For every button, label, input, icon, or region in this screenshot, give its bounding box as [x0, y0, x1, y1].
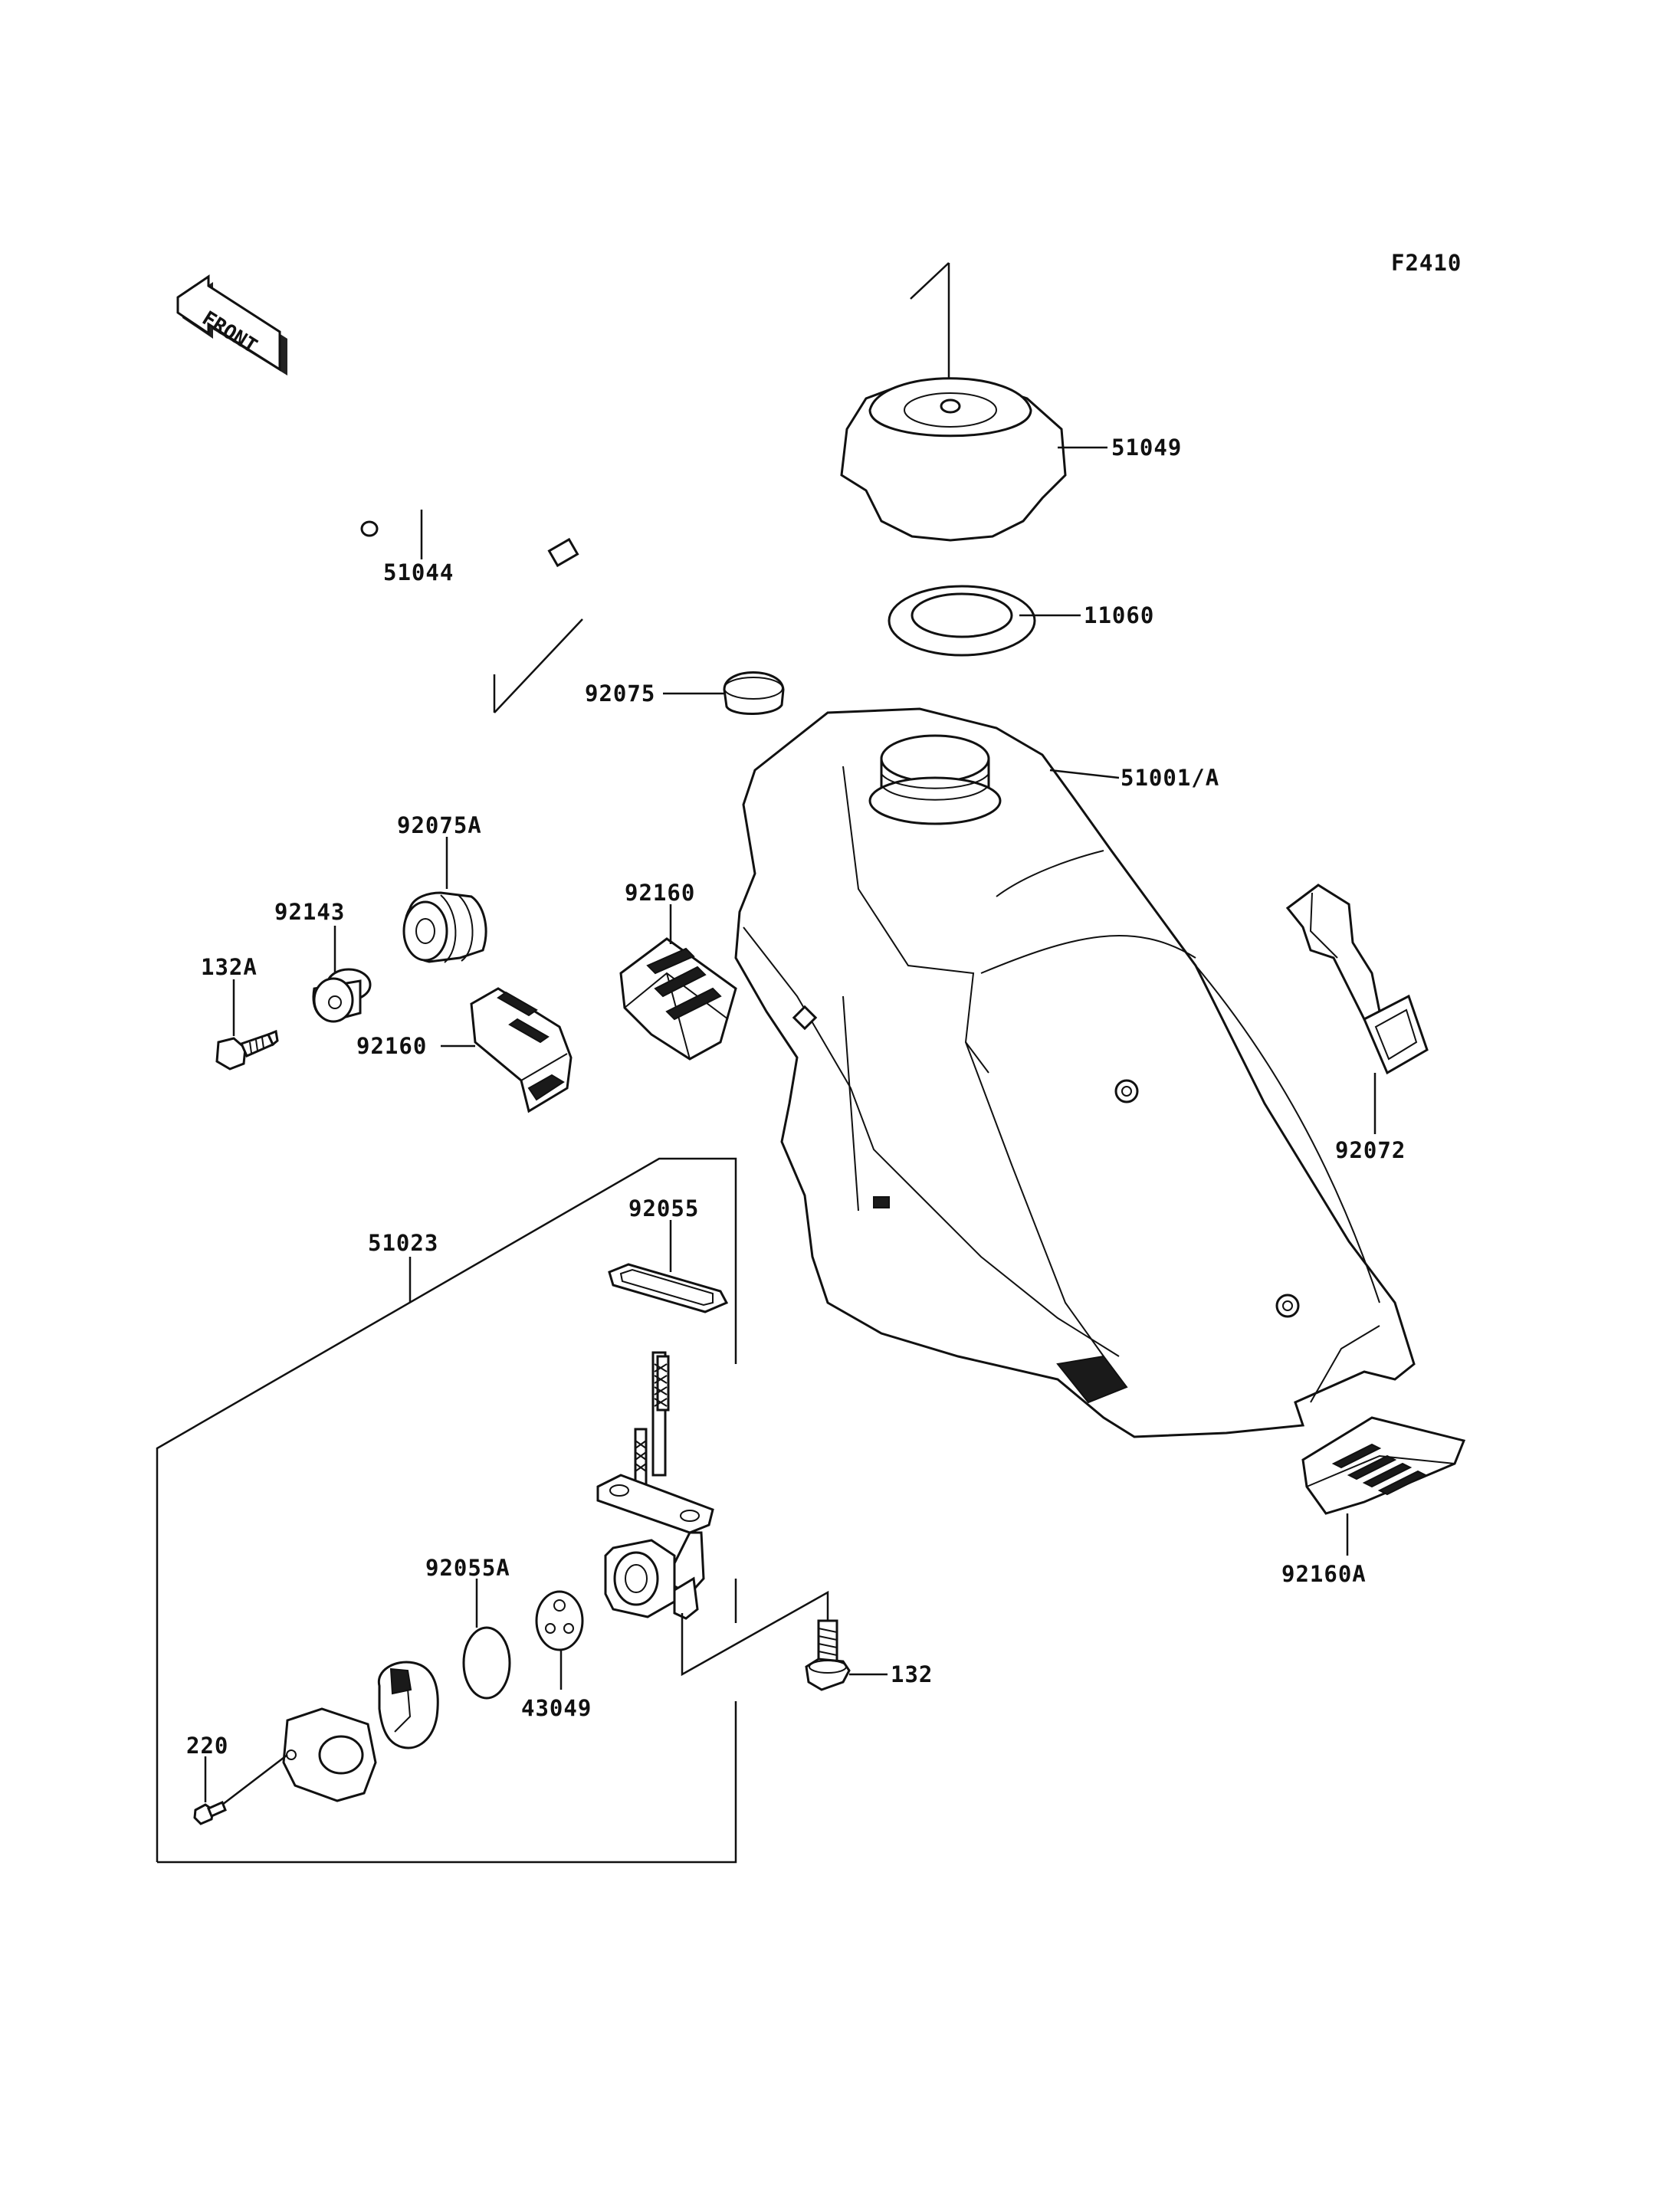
label-51023: 51023	[368, 1230, 438, 1256]
gasket-92055: 92055	[608, 1195, 729, 1313]
label-92055: 92055	[628, 1195, 699, 1221]
figure-code: F2410	[1391, 250, 1462, 276]
fuel-tank: 51001/A	[734, 707, 1416, 1438]
collar-92143: 92143	[274, 899, 372, 1023]
rubber-pad-92160-center: 92160	[619, 880, 737, 1061]
o-ring-92055a: 92055A	[425, 1555, 511, 1700]
fuel-cock-plate	[282, 1707, 377, 1802]
grommet-92075a: 92075A	[397, 812, 487, 963]
rubber-pad-92160-left: 92160	[356, 987, 573, 1113]
rubber-cap-92075: 92075	[585, 671, 785, 715]
label-220: 220	[186, 1733, 228, 1759]
bolt-132a: 132A	[201, 954, 279, 1071]
bolt-132: 132	[681, 1590, 933, 1691]
label-92075: 92075	[585, 680, 655, 707]
rubber-pad-92160a: 92160A	[1281, 1416, 1466, 1587]
fuel-cock-valve	[596, 1351, 714, 1620]
label-51044: 51044	[383, 559, 454, 585]
label-51001-a: 51001/A	[1121, 765, 1219, 791]
gasket-43049: 43049	[521, 1590, 592, 1721]
label-92160-lower: 92160	[356, 1033, 427, 1059]
fuel-cock-assembly-box: 51023	[156, 1157, 737, 1864]
cap-gasket: 11060	[888, 585, 1154, 657]
label-92160a: 92160A	[1281, 1561, 1367, 1587]
screw-220: 220	[186, 1733, 288, 1825]
label-132a: 132A	[201, 954, 258, 980]
fuel-cap: 51049	[840, 262, 1182, 542]
label-43049: 43049	[521, 1695, 592, 1721]
label-92075a: 92075A	[397, 812, 482, 838]
front-arrow-icon: FRONT	[176, 274, 287, 375]
breather-hose: 51044	[360, 403, 635, 713]
label-11060: 11060	[1084, 602, 1154, 628]
label-51049: 51049	[1111, 434, 1182, 461]
label-92160-upper: 92160	[625, 880, 695, 906]
label-92055a: 92055A	[425, 1555, 510, 1581]
fuel-cock-lever	[377, 1661, 439, 1749]
label-92072: 92072	[1335, 1137, 1406, 1163]
tank-strap: 92072	[1285, 884, 1429, 1163]
label-132: 132	[891, 1661, 933, 1687]
label-92143: 92143	[274, 899, 345, 925]
